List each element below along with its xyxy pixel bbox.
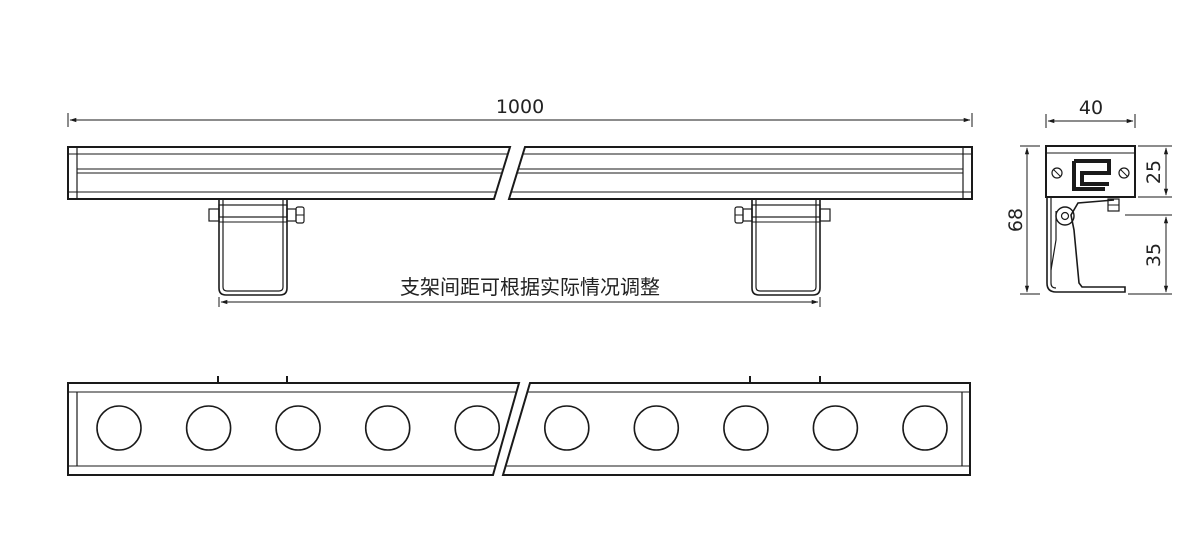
front-view: 1000: [67, 96, 973, 307]
right-bracket: [734, 199, 831, 296]
led-lens: [96, 405, 142, 451]
led-lens: [275, 405, 321, 451]
led-lens: [454, 405, 501, 451]
side-view: 40 68: [1005, 97, 1172, 295]
led-view: [67, 376, 971, 476]
led-lens: [723, 405, 769, 451]
lower-label: 35: [1143, 243, 1165, 267]
width-dimension: 40: [1045, 97, 1136, 128]
upper-dimension: 25: [1138, 145, 1172, 198]
lower-dimension: 35: [1125, 214, 1172, 295]
width-label: 40: [1079, 97, 1103, 119]
led-lens: [633, 405, 680, 451]
upper-label: 25: [1143, 160, 1165, 184]
housing-body: [67, 146, 973, 200]
led-lens: [543, 405, 590, 451]
led-lens: [902, 405, 948, 451]
bracket-note: 支架间距可根据实际情况调整: [400, 275, 660, 299]
length-dimension: 1000: [67, 96, 973, 127]
led-group: [96, 405, 948, 451]
height-dimension: 68: [1005, 145, 1040, 295]
bracket-spacing-dimension: 支架间距可根据实际情况调整: [218, 275, 821, 307]
led-lens: [812, 405, 859, 451]
bracket-pins: [217, 376, 821, 383]
led-lens: [185, 405, 232, 451]
led-lens: [364, 405, 411, 451]
profile-symbol-icon: [1072, 159, 1111, 191]
led-housing: [67, 382, 971, 476]
length-label: 1000: [496, 96, 544, 118]
side-mount: [1046, 197, 1126, 293]
height-label: 68: [1005, 208, 1027, 232]
left-bracket: [208, 199, 305, 296]
side-head: [1045, 145, 1136, 198]
